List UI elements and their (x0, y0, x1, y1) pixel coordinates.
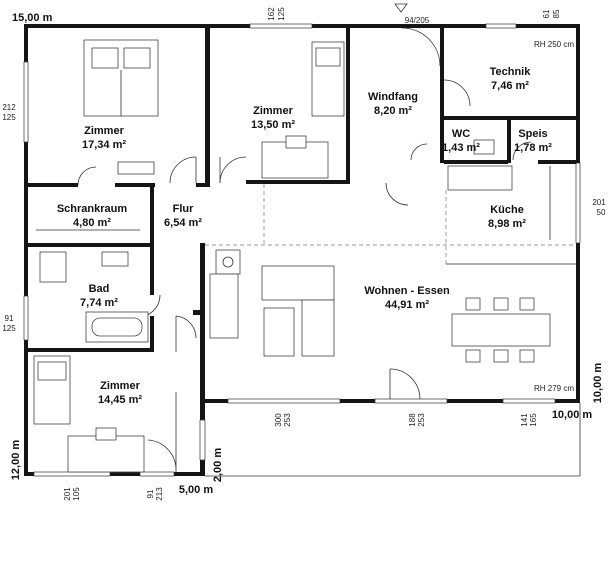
shower (39, 251, 67, 283)
room-name-speis: Speis (518, 128, 547, 140)
svg-text:61: 61 (542, 9, 551, 18)
svg-text:91: 91 (5, 314, 14, 323)
svg-text:141: 141 (520, 413, 529, 427)
svg-text:91: 91 (146, 489, 155, 498)
doors (77, 27, 532, 469)
dimension-height-left: 12,00 m (10, 440, 22, 481)
window-bottom-living-3 (502, 398, 556, 404)
svg-text:201: 201 (63, 487, 72, 501)
svg-text:125: 125 (2, 324, 16, 333)
open-boundaries (175, 184, 576, 472)
kitchen-counter (209, 273, 239, 339)
svg-text:253: 253 (417, 413, 426, 427)
window-top-technik (485, 23, 517, 29)
entry-door-dimension: 94/205 (405, 16, 430, 25)
window-bottom-living-2 (374, 398, 448, 404)
dimension-width-right: 10,00 m (552, 409, 593, 421)
room-labels: Zimmer 17,34 m² Zimmer 13,50 m² Windfang… (57, 66, 552, 406)
room-area-kueche: 8,98 m² (488, 218, 526, 230)
svg-text:165: 165 (529, 413, 538, 427)
svg-text:85: 85 (552, 9, 561, 18)
room-area-zimmer1: 17,34 m² (82, 139, 126, 151)
room-name-wc: WC (452, 128, 470, 140)
dimension-height-right: 10,00 m (592, 363, 604, 404)
windows (23, 23, 581, 477)
svg-text:300: 300 (274, 413, 283, 427)
inner-walls (28, 28, 576, 403)
room-name-bad: Bad (89, 283, 110, 295)
room-area-speis: 1,78 m² (514, 142, 552, 154)
window-left-bad (23, 295, 29, 341)
svg-text:212: 212 (2, 103, 16, 112)
window-bottom-living-1 (227, 398, 341, 404)
svg-text:105: 105 (72, 487, 81, 501)
window-bottom-zimmer3-2 (139, 471, 175, 477)
room-name-flur: Flur (173, 203, 194, 215)
room-name-zimmer2: Zimmer (253, 105, 293, 117)
room-name-wohnen: Wohnen - Essen (364, 285, 450, 297)
desk-zimmer3 (67, 435, 145, 473)
dimension-step-width: 5,00 m (179, 484, 213, 496)
wall-bottom-left (24, 472, 204, 476)
dining-table (451, 313, 551, 347)
room-area-windfang: 8,20 m² (374, 105, 412, 117)
room-area-technik: 7,46 m² (491, 80, 529, 92)
opening-dimensions: 162 125 94/205 61 85 212 125 91 125 201 … (2, 3, 606, 501)
coffee-table (263, 307, 295, 357)
svg-text:201: 201 (592, 198, 606, 207)
wall-right-upper (576, 24, 580, 204)
window-step (199, 419, 206, 461)
window-bottom-zimmer3 (33, 471, 111, 477)
room-name-kueche: Küche (490, 204, 524, 216)
window-right-kueche (575, 162, 581, 244)
dimension-step-height: 2,00 m (212, 448, 224, 482)
sofa (261, 265, 335, 301)
stove-icon (215, 249, 241, 275)
room-area-wohnen: 44,91 m² (385, 299, 429, 311)
svg-text:253: 253 (283, 413, 292, 427)
room-name-windfang: Windfang (368, 91, 418, 103)
room-area-flur: 6,54 m² (164, 217, 202, 229)
room-name-zimmer3: Zimmer (100, 380, 140, 392)
ceiling-height-living: RH 279 cm (534, 384, 574, 393)
wall-left (24, 24, 28, 476)
dresser (117, 161, 155, 175)
svg-text:125: 125 (277, 7, 286, 21)
furniture (33, 39, 551, 473)
svg-text:50: 50 (597, 208, 606, 217)
room-area-zimmer3: 14,45 m² (98, 394, 142, 406)
svg-text:162: 162 (267, 7, 276, 21)
room-area-bad: 7,74 m² (80, 297, 118, 309)
room-name-schrankraum: Schrankraum (57, 203, 128, 215)
window-top-zimmer2 (249, 23, 313, 29)
ceiling-height-top: RH 250 cm (534, 40, 574, 49)
wall-right-lower (576, 243, 580, 403)
room-name-zimmer1: Zimmer (84, 125, 124, 137)
room-area-zimmer2: 13,50 m² (251, 119, 295, 131)
window-left-zimmer1 (23, 61, 29, 143)
room-name-technik: Technik (490, 66, 532, 78)
svg-text:125: 125 (2, 113, 16, 122)
svg-text:188: 188 (408, 413, 417, 427)
room-area-schrankraum: 4,80 m² (73, 217, 111, 229)
svg-text:213: 213 (155, 487, 164, 501)
dimension-width-total: 15,00 m (12, 12, 53, 24)
entry-arrow-icon (394, 3, 408, 13)
toilet (101, 251, 129, 267)
room-area-wc: 1,43 m² (442, 142, 480, 154)
